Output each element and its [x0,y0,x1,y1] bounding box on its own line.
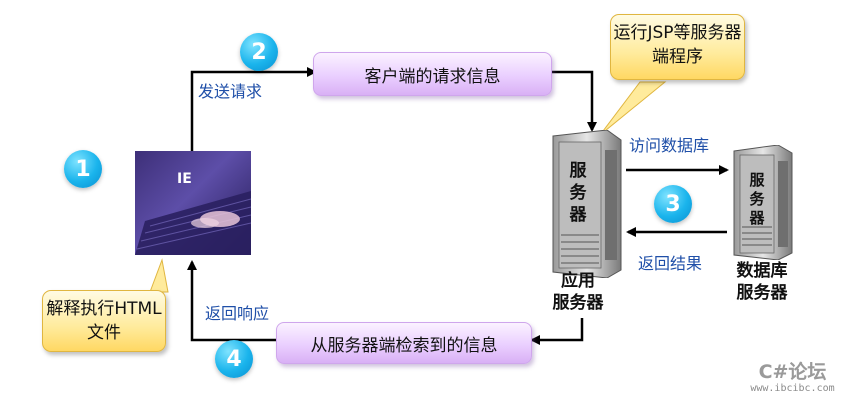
db-server-tower: 服务器 [730,145,796,260]
send-request-label: 发送请求 [198,82,263,101]
app-server-caption-line1: 应用 [561,271,595,291]
database-server-icon [733,145,793,260]
watermark-brand: C#论坛 [758,361,827,383]
browser-illustration: IE [135,151,251,255]
step-1-badge: 1 [64,150,102,188]
access-database-label: 访问数据库 [629,136,710,155]
db-server-caption-line2: 服务器 [736,283,788,303]
app-server-tower-text: 服务器 [569,161,587,225]
server-to-info-arrow [530,318,584,345]
db-server-tower-text: 服务器 [749,171,765,227]
return-result-label: 返回结果 [638,254,703,273]
info-from-server-text: 从服务器端检索到的信息 [310,335,498,356]
server-icon [552,130,622,278]
return-response-arrow [187,260,276,342]
app-server-caption-line2: 服务器 [552,293,604,313]
parse-html-callout: 解释执行HTML文件 [42,290,166,352]
browser-label: IE [177,171,192,187]
request-to-server-arrow [550,70,597,132]
laptop-keyboard-icon [135,191,251,255]
client-request-info-box: 客户端的请求信息 [313,52,552,96]
run-jsp-callout: 运行JSP等服务器端程序 [610,14,745,80]
watermark-url: www.ibcibc.com [750,383,835,394]
info-from-server-box: 从服务器端检索到的信息 [276,322,532,364]
step-3-badge: 3 [654,185,692,223]
db-server-caption: 数据库 服务器 [727,260,797,304]
run-jsp-text: 运行JSP等服务器端程序 [613,23,742,67]
client-request-info-text: 客户端的请求信息 [364,66,501,87]
watermark: C#论坛 www.ibcibc.com [740,362,845,395]
parse-html-text: 解释执行HTML文件 [46,299,162,343]
app-server-caption: 应用 服务器 [548,270,608,314]
step-4-badge: 4 [215,340,253,378]
return-response-label: 返回响应 [205,304,270,323]
app-server-tower: 服务器 [547,130,625,278]
step-2-badge: 2 [240,33,278,71]
db-server-caption-line1: 数据库 [736,261,788,281]
